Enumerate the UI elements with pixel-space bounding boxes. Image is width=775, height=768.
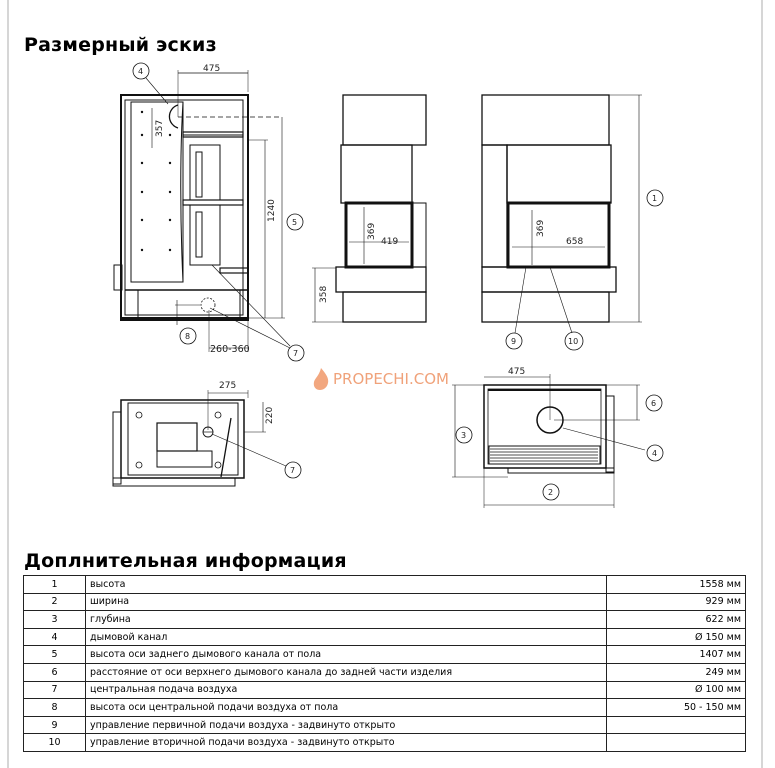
row-value: 1407 мм xyxy=(606,645,746,664)
row-desc: дымовой канал xyxy=(85,627,607,647)
svg-text:8: 8 xyxy=(185,332,190,341)
row-desc: центральная подача воздуха xyxy=(85,680,607,700)
row-desc: расстояние от оси верхнего дымового кана… xyxy=(85,662,607,682)
left-border xyxy=(7,0,9,768)
row-desc: высота оси центральной подачи воздуха от… xyxy=(85,698,607,717)
row-value: 50 - 150 мм xyxy=(606,698,746,717)
row-value xyxy=(606,715,746,735)
row-value: Ø 100 мм xyxy=(606,680,746,700)
row-num: 1 xyxy=(23,575,86,594)
dim-260-360: 260-360 xyxy=(210,344,250,355)
dimension-drawing: 475 357 1240 5 4 8 260-360 7 xyxy=(112,62,664,508)
section-title-sketch: Размерный эскиз xyxy=(24,34,217,56)
row-desc: высота xyxy=(85,575,607,594)
svg-text:4: 4 xyxy=(138,67,143,76)
row-value xyxy=(606,733,746,752)
side-view: 475 357 1240 5 4 8 260-360 7 xyxy=(113,62,305,362)
flame-icon xyxy=(313,368,329,390)
bottom-view: 275 220 7 xyxy=(112,381,302,487)
svg-text:1: 1 xyxy=(652,194,657,203)
svg-text:3: 3 xyxy=(461,431,466,440)
svg-text:358: 358 xyxy=(319,286,329,303)
row-desc: управление вторичной подачи воздуха - за… xyxy=(85,733,607,752)
svg-text:357: 357 xyxy=(155,120,165,137)
row-num: 4 xyxy=(23,627,86,647)
row-num: 5 xyxy=(23,645,86,664)
svg-text:1240: 1240 xyxy=(267,199,277,222)
front-view-wide: 658 369 1 9 10 xyxy=(481,94,664,351)
row-num: 7 xyxy=(23,680,86,700)
svg-text:7: 7 xyxy=(293,349,298,358)
svg-text:10: 10 xyxy=(568,337,578,346)
row-num: 10 xyxy=(23,733,86,752)
row-num: 2 xyxy=(23,592,86,612)
svg-text:7: 7 xyxy=(290,466,295,475)
dim-419: 419 xyxy=(381,237,398,247)
watermark-text: PROPECHI.COM xyxy=(333,370,449,388)
svg-text:220: 220 xyxy=(265,407,275,424)
row-num: 3 xyxy=(23,610,86,629)
section-title-info: Доплнительная информация xyxy=(24,550,347,572)
svg-text:9: 9 xyxy=(511,337,516,346)
dim-658: 658 xyxy=(566,237,583,247)
dim-275: 275 xyxy=(219,381,236,391)
svg-text:4: 4 xyxy=(652,449,657,458)
row-num: 6 xyxy=(23,662,86,682)
row-desc: ширина xyxy=(85,592,607,612)
watermark: PROPECHI.COM xyxy=(312,367,449,391)
row-value: 622 мм xyxy=(606,610,746,629)
row-desc: глубина xyxy=(85,610,607,629)
svg-text:5: 5 xyxy=(292,218,297,227)
svg-text:2: 2 xyxy=(548,488,553,497)
row-desc: управление первичной подачи воздуха - за… xyxy=(85,715,607,735)
dim-475-side: 475 xyxy=(203,64,220,74)
row-value: 249 мм xyxy=(606,662,746,682)
svg-text:369: 369 xyxy=(536,220,546,237)
top-view: 475 6 4 3 2 xyxy=(452,367,664,508)
dim-475-top: 475 xyxy=(508,367,525,377)
row-value: 1558 мм xyxy=(606,575,746,594)
right-border xyxy=(761,0,763,768)
row-num: 9 xyxy=(23,715,86,735)
row-desc: высота оси заднего дымового канала от по… xyxy=(85,645,607,664)
row-value: 929 мм xyxy=(606,592,746,612)
row-value: Ø 150 мм xyxy=(606,627,746,647)
svg-text:6: 6 xyxy=(651,399,656,408)
front-view-narrow: 419 369 358 xyxy=(312,94,427,323)
svg-text:369: 369 xyxy=(367,223,377,240)
row-num: 8 xyxy=(23,698,86,717)
